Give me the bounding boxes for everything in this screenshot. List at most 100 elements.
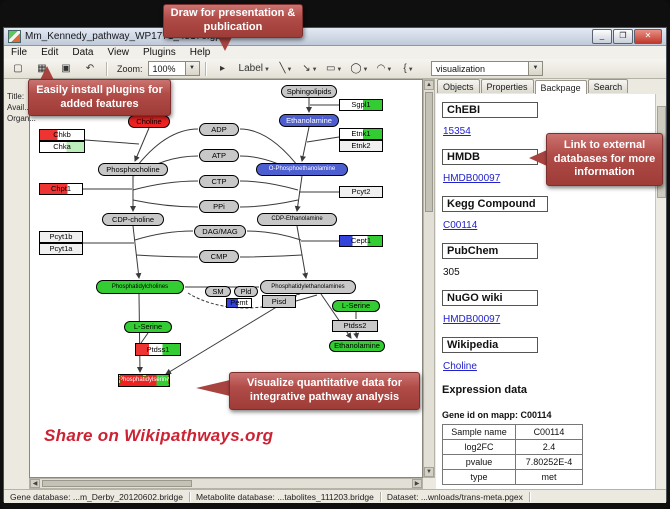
selection-handle[interactable]	[142, 375, 147, 377]
menu-file[interactable]: File	[11, 47, 28, 58]
pathway-node[interactable]: Phosphatidylethanolamines	[260, 280, 356, 294]
wikipedia-link[interactable]: Choline	[443, 361, 477, 372]
selection-handle[interactable]	[168, 378, 169, 384]
pathway-node[interactable]: Ptdss2	[332, 320, 378, 332]
pathway-node[interactable]: Pcyt2	[339, 186, 383, 198]
minimize-button[interactable]: _	[592, 29, 612, 44]
scroll-thumb[interactable]	[425, 92, 433, 212]
brace-tool-icon[interactable]: {▼	[403, 62, 414, 74]
pathway-node[interactable]: Choline	[128, 115, 170, 128]
pathway-node[interactable]: CMP	[199, 250, 239, 263]
status-metabolite-database: Metabolite database: ...tabolites_111203…	[190, 491, 381, 502]
menu-data[interactable]: Data	[72, 47, 94, 58]
scroll-right-arrow[interactable]: ▶	[412, 479, 422, 488]
pathway-node[interactable]: Sphingolipids	[281, 85, 337, 98]
vertical-scrollbar[interactable]: ▲ ▼	[423, 79, 435, 478]
scroll-thumb[interactable]	[42, 480, 192, 487]
pathway-node[interactable]: Pcyt1b	[39, 231, 83, 243]
selection-handle[interactable]	[168, 385, 169, 386]
pathway-node[interactable]: L-Serine	[124, 321, 172, 333]
menu-help[interactable]: Help	[189, 47, 211, 58]
pathway-node[interactable]: Pisd	[262, 295, 296, 308]
new-file-icon[interactable]: ▢	[13, 62, 23, 74]
title-bar[interactable]: Mm_Kennedy_pathway_WP1771_45176.gp _ ❐ ✕	[4, 28, 666, 46]
visualization-combobox[interactable]: visualization ▼	[431, 61, 543, 76]
pathway-node[interactable]: Pemt	[226, 298, 252, 308]
kegg-link[interactable]: C00114	[443, 220, 478, 231]
tab-objects[interactable]: Objects	[437, 79, 480, 93]
zoom-label: Zoom:	[117, 63, 143, 74]
chevron-down-icon[interactable]: ▼	[263, 66, 270, 73]
pathway-node[interactable]: O-Phosphoethanolamine	[256, 163, 348, 176]
pathway-node[interactable]: CTP	[199, 175, 239, 188]
chevron-down-icon[interactable]: ▼	[336, 66, 343, 73]
pathway-node[interactable]: ADP	[199, 123, 239, 136]
arrow-tool-icon[interactable]: ↘▼	[302, 62, 318, 74]
tab-search[interactable]: Search	[587, 79, 629, 93]
menu-plugins[interactable]: Plugins	[142, 47, 176, 58]
selection-handle[interactable]	[119, 375, 121, 377]
pathway-node[interactable]: PPi	[199, 200, 239, 213]
chevron-down-icon[interactable]: ▼	[362, 66, 369, 73]
pathway-node[interactable]: L-Serine	[332, 300, 380, 312]
pathway-node[interactable]: DAG/MAG	[194, 225, 246, 238]
pathway-node[interactable]: Pld	[234, 286, 258, 297]
chevron-down-icon[interactable]: ▼	[386, 66, 393, 73]
line-tool-icon[interactable]: ╲▼	[279, 62, 293, 74]
chevron-down-icon[interactable]: ▼	[286, 66, 293, 73]
pathway-node[interactable]: Pcyt1a	[39, 243, 83, 255]
hmdb-link[interactable]: HMDB00097	[443, 173, 501, 184]
pathway-edges	[83, 98, 360, 375]
pathway-node[interactable]: Chkb	[39, 129, 85, 141]
chevron-down-icon[interactable]: ▼	[407, 66, 414, 73]
pathway-node[interactable]: ATP	[199, 149, 239, 162]
pathway-node[interactable]: CDP-Ethanolamine	[257, 213, 337, 226]
arc-tool-icon[interactable]: ◠▼	[376, 62, 393, 74]
pathway-node[interactable]: Chka	[39, 141, 85, 153]
close-button[interactable]: ✕	[634, 29, 662, 44]
pathway-node[interactable]: Chpt1	[39, 183, 83, 195]
oval-tool-icon[interactable]: ◯▼	[350, 62, 369, 74]
scroll-left-arrow[interactable]: ◀	[30, 479, 40, 488]
status-gene-database: Gene database: ...m_Derby_20120602.bridg…	[4, 491, 190, 502]
pathway-node[interactable]: Ethanolamine	[329, 340, 385, 352]
rect-tool-icon[interactable]: ▭▼	[325, 62, 343, 74]
pathway-node-selected[interactable]: Phosphatidylserines	[118, 374, 170, 387]
pathway-node[interactable]: Ethanolamine	[279, 114, 339, 127]
horizontal-scrollbar[interactable]: ◀ ▶	[29, 478, 423, 489]
chevron-down-icon[interactable]: ▼	[184, 62, 199, 75]
save-icon[interactable]: ▣	[61, 62, 71, 74]
info-line: Organ...	[7, 114, 36, 123]
undo-icon[interactable]: ↶	[85, 62, 95, 74]
selection-handle[interactable]	[119, 378, 121, 384]
scroll-up-arrow[interactable]: ▲	[424, 80, 434, 90]
pathway-node[interactable]: Etnk1	[339, 128, 383, 140]
pathway-node[interactable]: Phosphatidylcholines	[96, 280, 184, 294]
pathway-node[interactable]: Ptdss1	[135, 343, 181, 356]
selection-tool-icon[interactable]: ▸	[220, 62, 226, 74]
tab-properties[interactable]: Properties	[480, 79, 534, 93]
selection-handle[interactable]	[142, 385, 147, 386]
selection-handle[interactable]	[168, 375, 169, 377]
pathway-node[interactable]: Etnk2	[339, 140, 383, 152]
pathway-node[interactable]: Sgpl1	[339, 99, 383, 111]
menu-edit[interactable]: Edit	[41, 47, 59, 58]
chebi-link[interactable]: 15354	[443, 126, 471, 137]
chevron-down-icon[interactable]: ▼	[528, 62, 542, 75]
zoom-combobox[interactable]: 100% ▼	[147, 61, 200, 76]
pathway-node[interactable]: Cept1	[339, 235, 383, 247]
scroll-down-arrow[interactable]: ▼	[424, 467, 434, 477]
pathway-node[interactable]: SM	[205, 286, 231, 297]
nugo-link[interactable]: HMDB00097	[443, 314, 501, 325]
selection-handle[interactable]	[119, 385, 121, 386]
label-tool[interactable]: Label▼	[238, 62, 270, 74]
maximize-button[interactable]: ❐	[613, 29, 633, 44]
chevron-down-icon[interactable]: ▼	[311, 66, 318, 73]
pathway-node[interactable]: CDP-choline	[102, 213, 164, 226]
pathway-node[interactable]: Phosphocholine	[98, 163, 168, 176]
tab-backpage[interactable]: Backpage	[534, 80, 587, 95]
backpage-panel: ChEBI 15354 HMDB HMDB00097 Kegg Compound…	[436, 94, 656, 489]
menu-view[interactable]: View	[107, 47, 129, 58]
